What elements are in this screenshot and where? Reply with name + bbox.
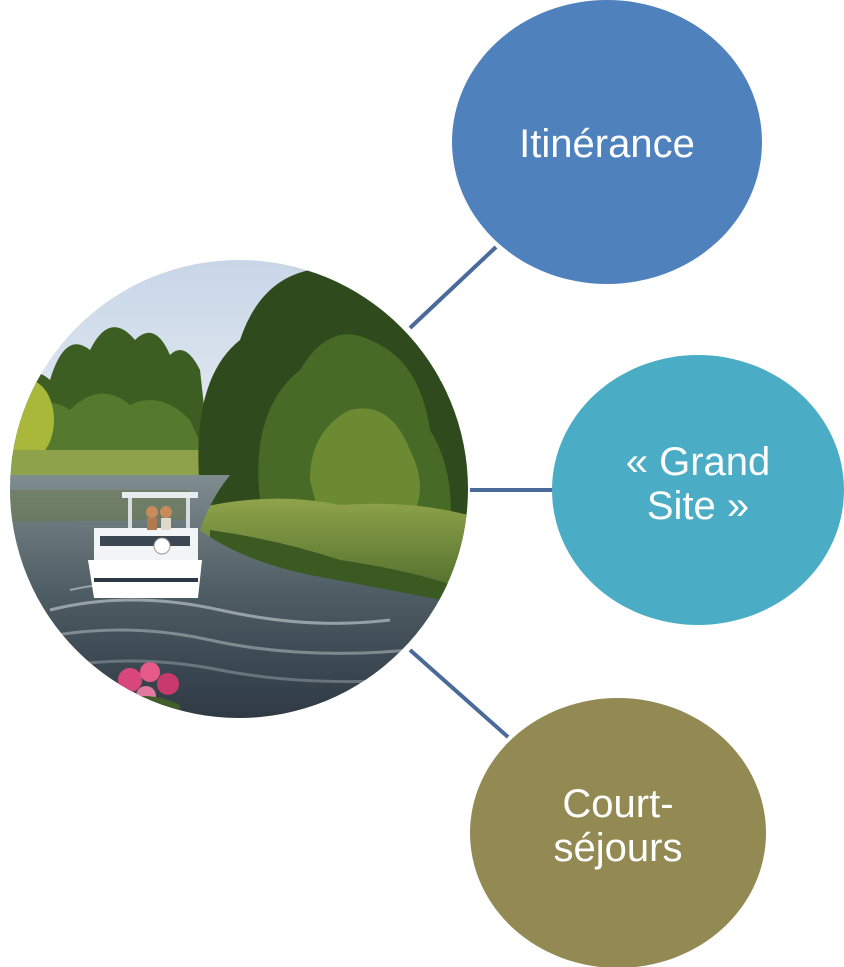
node-court-sejours-label: Court- séjours [553,782,683,870]
connector-court-sejours [408,648,510,739]
node-itinerance-label: Itinérance [519,122,695,166]
canal-boat-landscape-photo [10,260,468,718]
center-photo-circle [10,260,468,718]
node-itinerance: Itinérance [452,0,762,284]
node-court-sejours: Court- séjours [470,698,766,967]
boat-icon [88,492,202,598]
node-grand-site: « Grand Site » [552,355,844,625]
node-grand-site-label: « Grand Site » [625,440,771,528]
connector-itinerance [408,245,498,330]
